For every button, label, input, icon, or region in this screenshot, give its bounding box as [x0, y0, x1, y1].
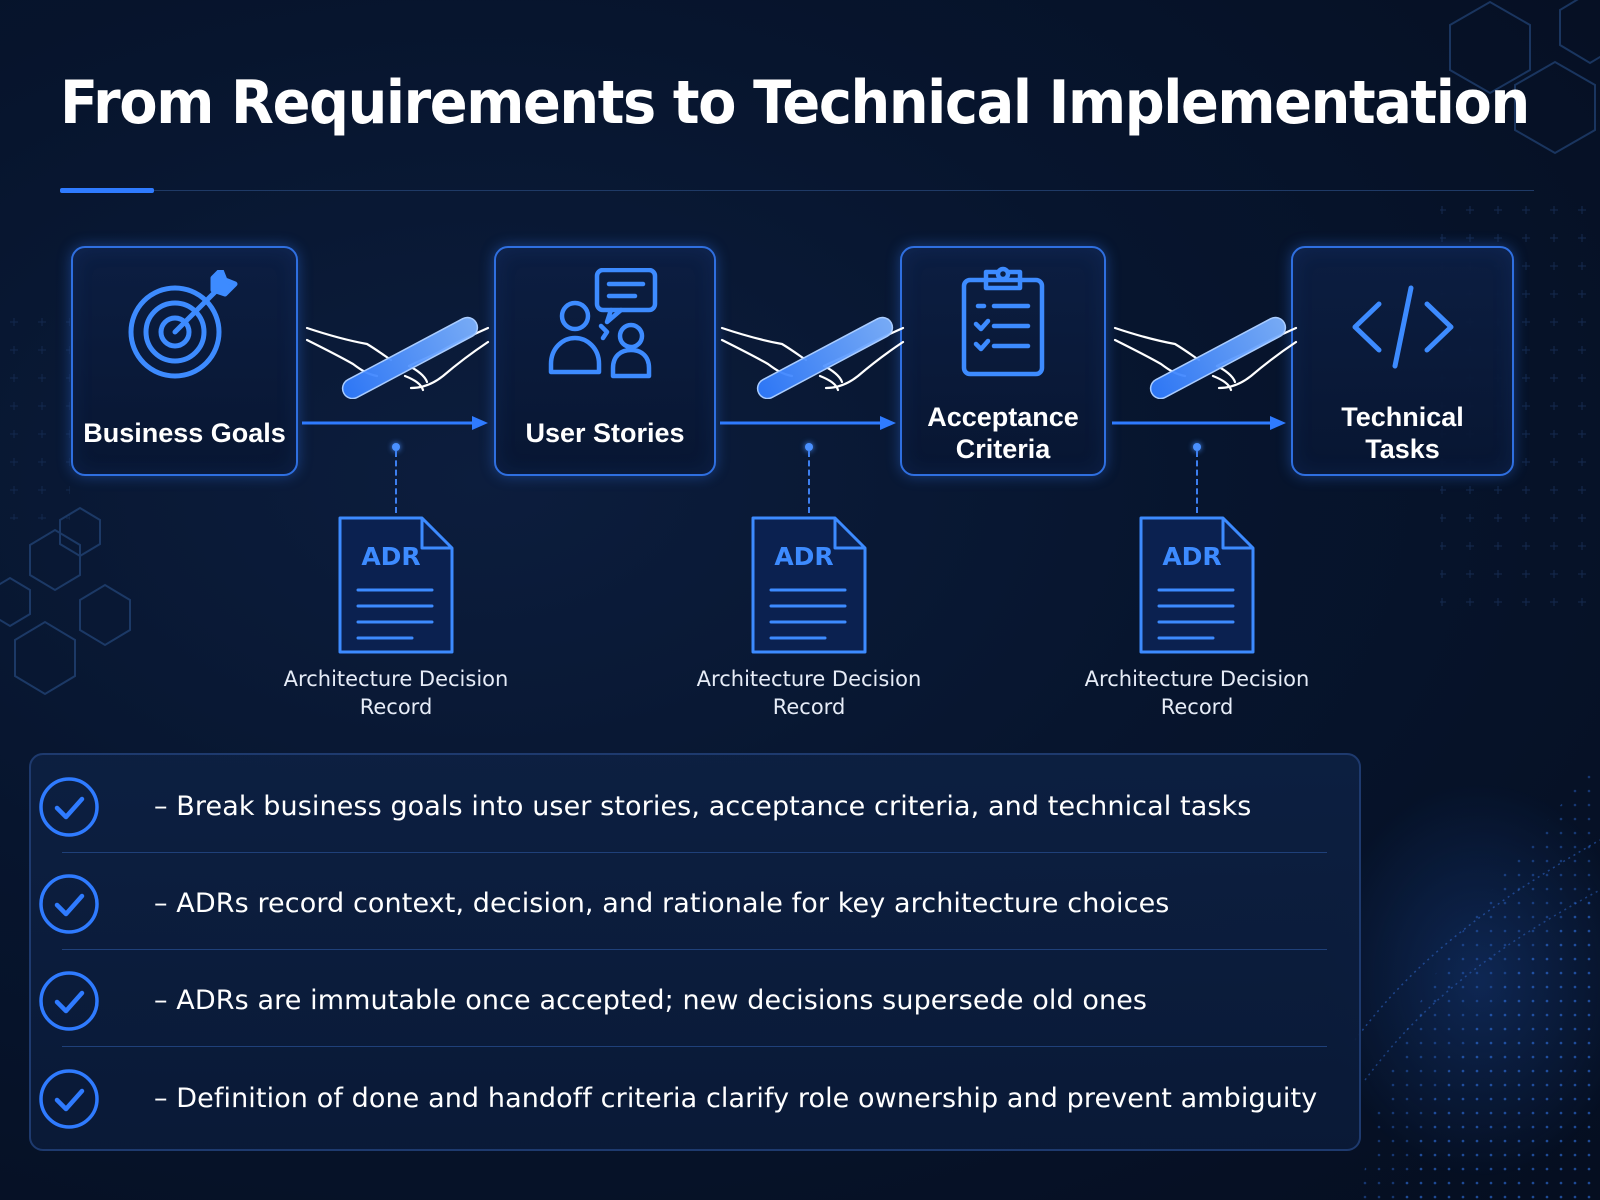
bullet-text: – Break business goals into user stories… [154, 790, 1252, 822]
stage-label: Business Goals [83, 418, 286, 448]
stage-business-goals: Business Goals [71, 246, 298, 476]
target-icon [128, 270, 237, 379]
adr-caption: Architecture Decision Record [696, 667, 922, 719]
check-circle-icon [39, 1069, 99, 1129]
bullet-text: – ADRs record context, decision, and rat… [154, 887, 1170, 919]
document-icon [751, 516, 867, 654]
document-icon [338, 516, 454, 654]
baton-handoff-icon [1113, 316, 1298, 399]
stage-technical-tasks: Technical Tasks [1291, 246, 1514, 476]
baton-handoff-icon [720, 316, 905, 399]
adr-caption: Architecture Decision Record [1084, 667, 1310, 719]
connector-line [1196, 451, 1198, 513]
stage-label: Acceptance Criteria [927, 402, 1079, 464]
stage-acceptance-criteria: Acceptance Criteria [900, 246, 1106, 476]
bullet-text: – Definition of done and handoff criteri… [154, 1082, 1318, 1114]
list-item: – Break business goals into user stories… [30, 758, 1310, 854]
list-item: – Definition of done and handoff criteri… [30, 1050, 1317, 1146]
check-circle-icon [39, 971, 99, 1031]
user-chat-icon [548, 268, 658, 379]
check-circle-icon [39, 874, 99, 934]
flow-arrow [1112, 416, 1286, 430]
connector-dot [392, 443, 400, 451]
adr-badge: ADR [361, 542, 421, 571]
connector-line [395, 451, 397, 513]
flow-arrow [302, 416, 488, 430]
adr-document: ADR [747, 514, 871, 658]
connector-dot [805, 443, 813, 451]
divider [62, 1046, 1327, 1047]
stage-label: Technical Tasks [1341, 402, 1464, 464]
stage-user-stories: User Stories [494, 246, 716, 476]
divider [62, 852, 1327, 853]
adr-badge: ADR [774, 542, 834, 571]
check-circle-icon [39, 777, 99, 837]
clipboard-checklist-icon [961, 266, 1045, 377]
flow-arrow [720, 416, 896, 430]
connector-line [808, 451, 810, 513]
baton-handoff-icon [305, 316, 490, 399]
page-title: From Requirements to Technical Implement… [60, 68, 1530, 138]
divider [62, 949, 1327, 950]
stage-label: User Stories [525, 418, 685, 448]
adr-document: ADR [1135, 514, 1259, 658]
connector-dot [1193, 443, 1201, 451]
adr-document: ADR [334, 514, 458, 658]
title-divider [60, 190, 1534, 191]
adr-caption: Architecture Decision Record [283, 667, 509, 719]
list-item: – ADRs record context, decision, and rat… [30, 855, 1310, 951]
key-points-panel [29, 753, 1361, 1151]
document-icon [1139, 516, 1255, 654]
title-accent-bar [60, 188, 154, 193]
list-item: – ADRs are immutable once accepted; new … [30, 952, 1310, 1048]
bullet-text: – ADRs are immutable once accepted; new … [154, 984, 1148, 1016]
adr-badge: ADR [1162, 542, 1222, 571]
code-icon [1352, 285, 1453, 369]
